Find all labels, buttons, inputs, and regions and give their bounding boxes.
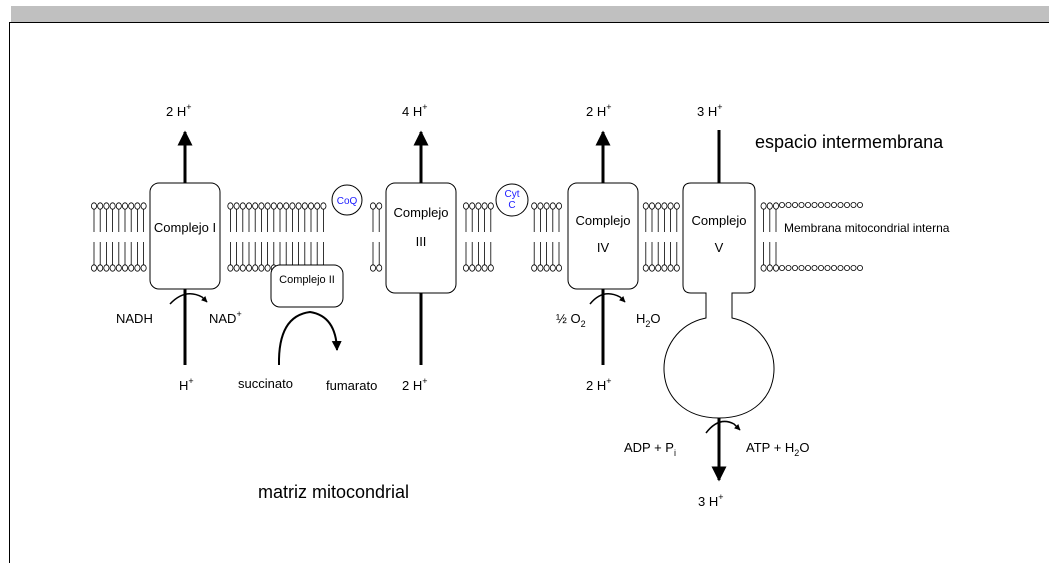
nadh-label: NADH — [116, 311, 153, 326]
membrana-label: Membrana mitocondrial interna — [784, 221, 950, 235]
complejo-ii-box — [271, 265, 343, 307]
complejo-v-label-a: Complejo — [692, 213, 747, 228]
proton-label-v-top: 3 H+ — [697, 102, 723, 119]
complejo-iii-label-b: III — [416, 234, 427, 249]
matriz-label: matriz mitocondrial — [258, 482, 409, 502]
proton-label-v-bottom: 3 H+ — [698, 492, 724, 509]
coq-label: CoQ — [337, 196, 358, 207]
atp-label: ATP + H2O — [746, 440, 809, 458]
proton-label-i-bottom: H+ — [179, 376, 194, 393]
complejo-v-label-b: V — [715, 240, 724, 255]
proton-label-iv-bottom: 2 H+ — [586, 376, 612, 393]
half-o2-label: ½ O2 — [556, 311, 586, 329]
succinato-curve-arrow — [279, 312, 337, 365]
fumarato-label: fumarato — [326, 378, 377, 393]
complejo-i-box — [150, 183, 220, 289]
proton-label-iii-top: 4 H+ — [402, 102, 428, 119]
nadh-curve-arrow — [170, 294, 207, 304]
complejo-i-label: Complejo I — [154, 220, 216, 235]
h2o-label-iv: H2O — [636, 311, 661, 329]
complejo-ii-label: Complejo II — [279, 274, 335, 286]
cyt-c-label-a: Cyt — [505, 189, 520, 200]
cyt-c-label-b: C — [508, 200, 515, 211]
complejo-iv-box — [568, 183, 638, 289]
proton-label-i-top: 2 H+ — [166, 102, 192, 119]
proton-label-iv-top: 2 H+ — [586, 102, 612, 119]
adp-label: ADP + Pi — [624, 440, 676, 458]
complejo-iv-label-a: Complejo — [576, 213, 631, 228]
atp-curve-arrow — [706, 421, 740, 433]
espacio-label: espacio intermembrana — [755, 132, 944, 152]
oxygen-curve-arrow — [590, 294, 625, 304]
nad-label: NAD+ — [209, 309, 242, 326]
complejo-iv-label-b: IV — [597, 240, 610, 255]
proton-label-iii-bottom: 2 H+ — [402, 376, 428, 393]
succinato-label: succinato — [238, 376, 293, 391]
complejo-iii-label-a: Complejo — [394, 205, 449, 220]
